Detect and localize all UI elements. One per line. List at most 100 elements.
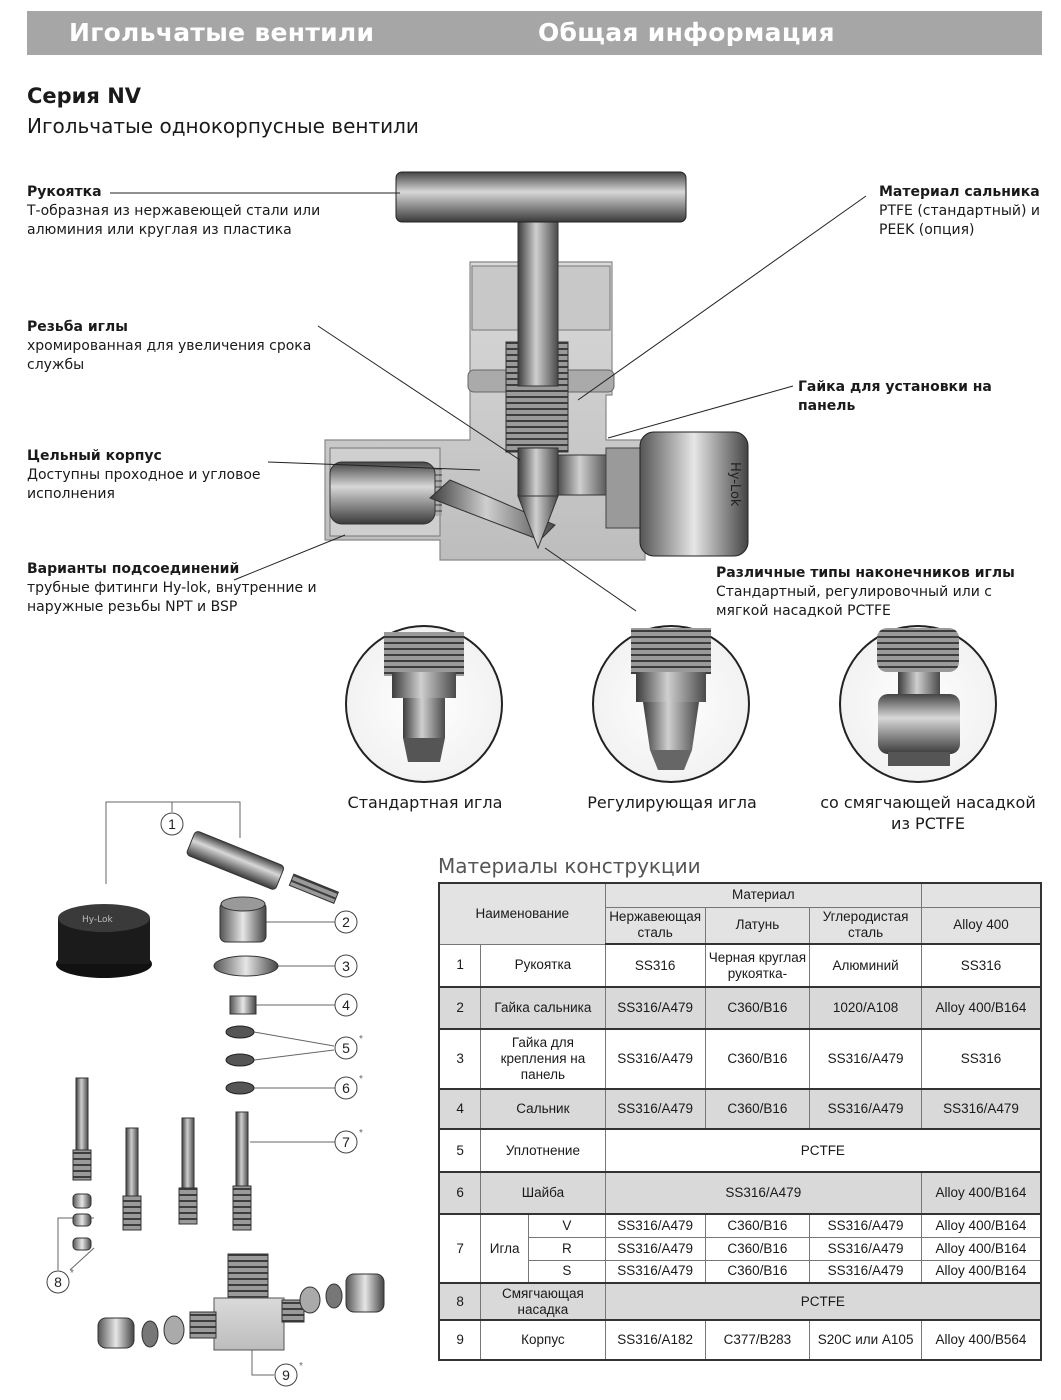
tip-label-regulating: Регулирующая игла [587,793,757,812]
row-name: Гайка для крепления на панель [480,1028,606,1090]
part-number-6: 6 [334,1076,358,1100]
cell-brass: C360/B16 [704,1028,811,1090]
svg-text:3: 3 [342,958,350,974]
cell-alloy: Alloy 400/B164 [920,1259,1042,1284]
header-material: Материал [604,882,922,908]
header-page-title: Общая информация [538,18,835,47]
callout-body-text: Доступны проходное и угловое исполнения [27,467,261,502]
cell-brass: Черная круглая рукоятка- [704,943,811,988]
cell-stainless: SS316/A479 [604,1236,706,1261]
tip-regulating-image [592,625,750,783]
table-row: 9 Корпус SS316/A182 C377/B283 S20C или A… [438,1319,1042,1361]
cell-span-all: PCTFE [604,1282,1042,1321]
callout-needle-thread: Резьба иглы хромированная для увеличения… [27,318,327,375]
cell-alloy: Alloy 400/B564 [920,1319,1042,1361]
table-row: 4 Сальник SS316/A479 C360/B16 SS316/A479… [438,1088,1042,1130]
callout-body-title: Цельный корпус [27,448,162,464]
callout-packing-text: PTFE (стандартный) и PEEK (опция) [879,203,1041,238]
callout-handle-title: Рукоятка [27,184,102,200]
cell-span-all: PCTFE [604,1128,1042,1173]
series-title: Серия NV [27,84,142,108]
header-brass: Латунь [704,906,811,945]
needle-tip-type: V [528,1213,606,1238]
row-number: 5 [438,1128,482,1173]
svg-text:8: 8 [54,1274,62,1290]
cell-alloy: Alloy 400/B164 [920,1171,1042,1215]
row-number: 1 [438,943,482,988]
materials-table: Наименование Материал Нержавеющая сталь … [438,882,1042,1361]
cell-carbon: Алюминий [809,943,922,988]
tip-label-soft-seat: со смягчающей насадкой из PCTFE [820,793,1036,833]
needle-tip-type: S [528,1259,606,1284]
header-alloy: Alloy 400 [920,906,1042,945]
callout-packing-title: Материал сальника [879,184,1040,200]
header-stainless: Нержавеющая сталь [604,906,706,945]
cell-carbon: SS316/A479 [809,1088,922,1130]
part-number-7: 7 [334,1130,358,1154]
exploded-parts-diagram: Hy-Lok [46,801,385,1387]
asterisk-9: * [299,1361,303,1372]
callout-handle-text: Т-образная из нержавеющей стали или алюм… [27,203,321,238]
cell-carbon: SS316/A479 [809,1028,922,1090]
row-number: 6 [438,1171,482,1215]
header-name: Наименование [438,882,606,945]
row-name: Рукоятка [480,943,606,988]
cell-stainless: SS316/A479 [604,1028,706,1090]
cell-carbon: 1020/A108 [809,986,922,1030]
cell-alloy: Alloy 400/B164 [920,1213,1042,1238]
svg-text:4: 4 [342,997,350,1013]
table-row: 8 Смягчающая насадка PCTFE [438,1282,1042,1321]
row-name: Гайка сальника [480,986,606,1030]
callout-panel-nut-title: Гайка для установки на панель [798,379,992,414]
row-number: 9 [438,1319,482,1361]
knob-brand-mark: Hy-Lok [82,915,114,925]
cell-alloy: SS316/A479 [920,1088,1042,1130]
cell-span-three: SS316/A479 [604,1171,922,1215]
header-section-title: Игольчатые вентили [69,18,375,47]
cell-stainless: SS316/A479 [604,1088,706,1130]
cell-brass: C360/B16 [704,1213,811,1238]
cell-alloy: SS316 [920,943,1042,988]
header-bar: Игольчатые вентили Общая информация [27,11,1042,55]
row-number: 2 [438,986,482,1030]
svg-text:2: 2 [342,914,350,930]
svg-text:6: 6 [342,1080,350,1096]
callout-body: Цельный корпус Доступны проходное и угло… [27,447,277,504]
svg-text:1: 1 [168,816,176,832]
part-number-5: 5 [334,1036,358,1060]
callout-needle-tips: Различные типы наконечников иглы Стандар… [716,564,1016,621]
cell-carbon: SS316/A479 [809,1259,922,1284]
row-number: 4 [438,1088,482,1130]
cell-brass: C377/B283 [704,1319,811,1361]
cell-stainless: SS316/A479 [604,1213,706,1238]
asterisk-8: * [70,1268,74,1279]
cell-carbon: SS316/A479 [809,1213,922,1238]
row-number: 7 [438,1213,482,1284]
needle-tip-type: R [528,1236,606,1261]
asterisk-7: * [359,1128,363,1139]
table-row: 6 Шайба SS316/A479 Alloy 400/B164 [438,1171,1042,1215]
callout-connections-text: трубные фитинги Hy-lok, внутренние и нар… [27,580,317,615]
svg-text:7: 7 [342,1134,350,1150]
cell-stainless: SS316/A182 [604,1319,706,1361]
cell-carbon: SS316/A479 [809,1236,922,1261]
fitting-brand-mark: Hy-Lok [727,462,742,507]
table-row: 2 Гайка сальника SS316/A479 C360/B16 102… [438,986,1042,1030]
cell-stainless: SS316/A479 [604,1259,706,1284]
part-number-8: 8 [46,1270,70,1294]
table-row: 7 Игла V SS316/A479 C360/B16 SS316/A479 … [438,1213,1042,1284]
cell-brass: C360/B16 [704,1259,811,1284]
cell-alloy: Alloy 400/B164 [920,1236,1042,1261]
table-row: 3 Гайка для крепления на панель SS316/A4… [438,1028,1042,1090]
cell-stainless: SS316 [604,943,706,988]
tip-soft-seat-image [839,625,997,783]
table-row: 1 Рукоятка SS316 Черная круглая рукоятка… [438,943,1042,988]
cell-brass: C360/B16 [704,1088,811,1130]
series-subtitle: Игольчатые однокорпусные вентили [27,114,419,138]
part-number-2: 2 [334,910,358,934]
tip-label-standard: Стандартная игла [347,793,503,812]
part-number-4: 4 [334,993,358,1017]
cell-brass: C360/B16 [704,1236,811,1261]
row-name: Корпус [480,1319,606,1361]
